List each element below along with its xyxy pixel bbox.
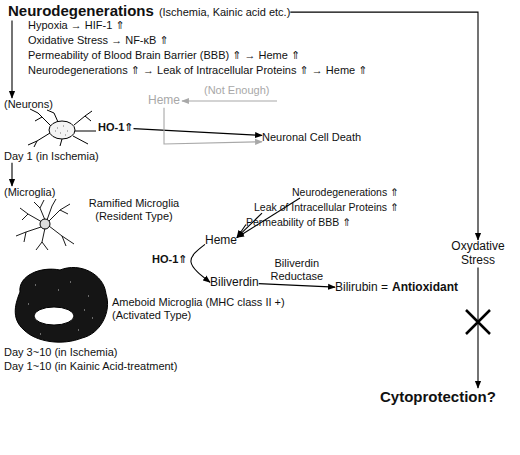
- edge-label: Biliverdin Reductase: [260, 257, 334, 282]
- neuron-body: [49, 121, 75, 139]
- text-node: Neurodegenerations ⇑: [292, 186, 399, 198]
- arrow-connector: [134, 129, 263, 136]
- text-node: (Neurons): [4, 98, 53, 111]
- node-text: Bilirubin =: [335, 281, 388, 295]
- node-text: Heme: [205, 234, 237, 248]
- text-node: Heme: [205, 234, 237, 248]
- ameboid-microglia: [15, 267, 107, 342]
- neuron-dendrites: [28, 109, 96, 147]
- text-node: HO-1⇑: [152, 253, 188, 266]
- text-node: Neurodegenerations (Ischemia, Kainic acid…: [8, 2, 290, 20]
- text-node: HO-1⇑: [98, 121, 134, 134]
- annotation-text: Oxidative Stress → NF-κB ⇑: [28, 34, 169, 47]
- annotation-text: Day 3~10 (in Ischemia): [4, 346, 117, 359]
- arrow-connector: [477, 268, 478, 388]
- node-text: Leak of Intracellular Proteins ⇑: [254, 201, 399, 213]
- node-text: Ramified Microglia (Resident Type): [78, 197, 190, 222]
- annotation-text: Permeability of Blood Brain Barrier (BBB…: [28, 49, 300, 62]
- node-text: Neurodegenerations: [8, 2, 154, 19]
- node-text: (Neurons): [4, 98, 53, 111]
- annotation-text: (Not Enough): [204, 84, 269, 97]
- microglia-processes: [16, 199, 74, 250]
- arrow-connector: [259, 284, 335, 288]
- node-text: HO-1⇑: [152, 253, 188, 266]
- node-text: Permeability of BBB ⇑: [246, 216, 351, 228]
- node-text: Antioxidant: [392, 281, 458, 295]
- node-text: Heme: [148, 94, 180, 108]
- text-node: Ramified Microglia (Resident Type): [78, 197, 190, 222]
- text-node: Oxydative Stress: [440, 240, 516, 268]
- node-text: Cytoprotection?: [380, 388, 496, 405]
- arrow-connector: [11, 20, 12, 98]
- node-text: (Microglia): [4, 186, 55, 199]
- grey-arrow: [182, 100, 277, 101]
- node-text: (Ischemia, Kainic acid etc.): [159, 6, 290, 19]
- text-node: Day 1 (in Ischemia): [4, 150, 99, 163]
- node-text: Neuronal Cell Death: [262, 131, 361, 144]
- text-node: Leak of Intracellular Proteins ⇑: [254, 201, 399, 213]
- connectors: [12, 12, 478, 388]
- text-node: Heme: [148, 94, 180, 108]
- text-node: Permeability of BBB ⇑: [246, 216, 351, 228]
- arrow-connector: [191, 244, 210, 282]
- node-text: Biliverdin: [210, 276, 259, 290]
- node-text: Day 1 (in Ischemia): [4, 150, 99, 163]
- cell-texture: [28, 282, 93, 334]
- annotation-text: Day 1~10 (in Kainic Acid-treatment): [4, 360, 177, 373]
- text-node: Neuronal Cell Death: [262, 131, 361, 144]
- microglia-body: [40, 219, 50, 229]
- node-text: Neurodegenerations ⇑: [292, 186, 399, 198]
- nucleus: [34, 307, 74, 325]
- node-text: Ameboid Microglia (MHC class II +) (Acti…: [112, 296, 327, 321]
- annotation-text: Neurodegenerations ⇑ → Leak of Intracell…: [28, 64, 367, 77]
- text-node: Biliverdin: [210, 276, 259, 290]
- text-node: Ameboid Microglia (MHC class II +) (Acti…: [112, 296, 327, 321]
- arrow-connector: [164, 108, 262, 144]
- arrow-connector: [237, 224, 246, 237]
- node-text: Oxydative Stress: [440, 240, 516, 268]
- annotation-text: Hypoxia → HIF-1 ⇑: [28, 19, 125, 32]
- neuron-texture: [55, 126, 68, 135]
- arrow-connector: [11, 163, 12, 186]
- block-mark: [466, 310, 490, 334]
- illustration: [15, 101, 490, 342]
- text-node: Bilirubin = Antioxidant: [335, 277, 458, 295]
- text-node: Cytoprotection?: [380, 388, 496, 405]
- node-text: HO-1⇑: [98, 121, 134, 134]
- text-node: (Microglia): [4, 186, 55, 199]
